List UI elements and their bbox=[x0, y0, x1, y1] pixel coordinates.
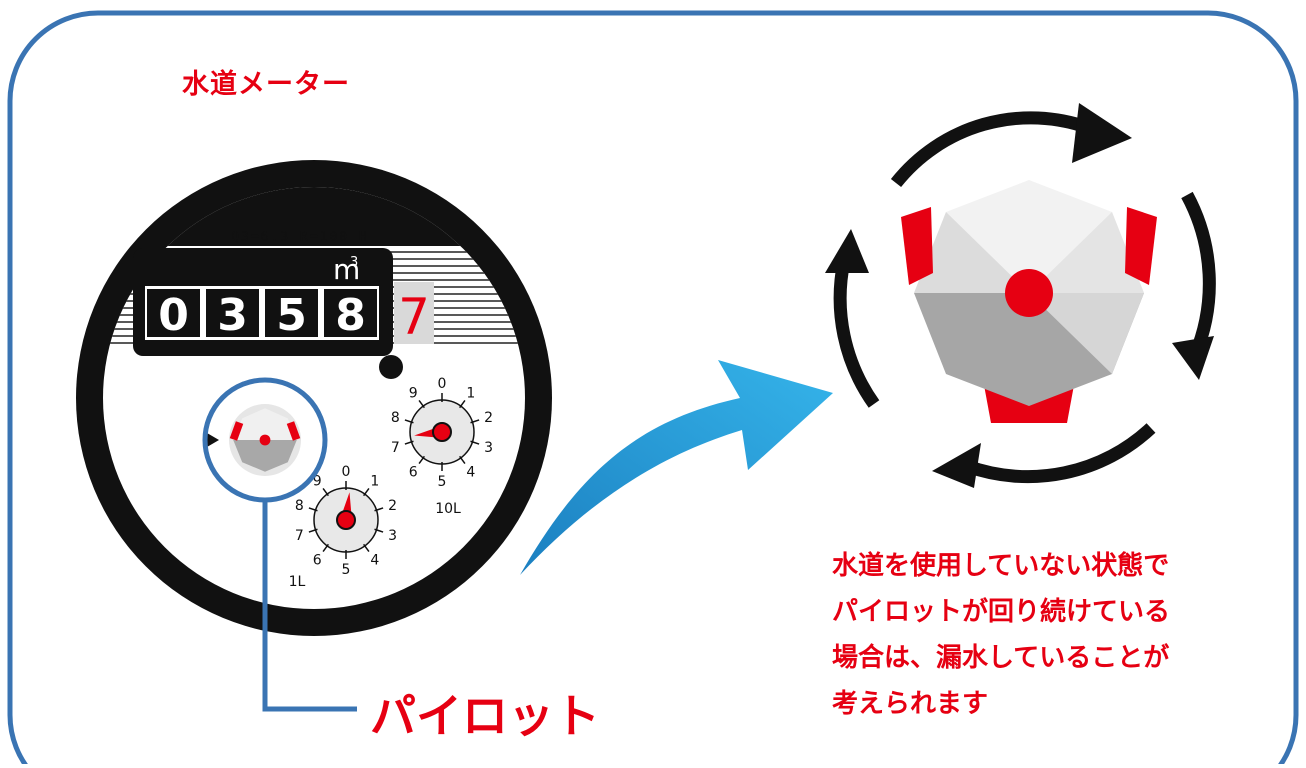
dial-1l-label: 1L bbox=[289, 574, 306, 590]
dial-number: 8 bbox=[295, 498, 304, 514]
pilot-small bbox=[229, 404, 301, 476]
counter-digit: 0 bbox=[158, 290, 189, 341]
counter-unit: m bbox=[333, 253, 360, 286]
pilot-small-tab-left bbox=[229, 421, 244, 441]
meter-spec-text: Q3=6.3 R=100 H bbox=[231, 230, 369, 245]
dial-number: 3 bbox=[388, 528, 397, 544]
dial-tick bbox=[418, 455, 425, 464]
rotation-arc-top bbox=[890, 111, 1092, 188]
arrowhead-right-icon bbox=[1172, 336, 1214, 380]
red-digit: 7 bbox=[398, 288, 430, 346]
dial-tick bbox=[374, 528, 384, 533]
diagram-title: 水道メーター bbox=[182, 69, 350, 100]
dial-tick bbox=[418, 400, 425, 409]
blue-arrow-icon bbox=[520, 360, 833, 575]
dial-tick bbox=[470, 440, 480, 445]
dial-hub bbox=[336, 510, 356, 530]
description-line: パイロットが回り続けている bbox=[832, 597, 1171, 627]
pilot-large-tab-left bbox=[901, 207, 933, 285]
dial-tick bbox=[322, 543, 329, 552]
pilot-large-face-right bbox=[1029, 212, 1144, 293]
counter-digit-cell bbox=[147, 289, 200, 337]
dial-tick bbox=[363, 543, 370, 552]
dial-number: 9 bbox=[313, 473, 322, 489]
dial-number: 2 bbox=[484, 410, 493, 426]
description-line: 水道を使用していない状態で bbox=[832, 551, 1170, 581]
dial-number: 0 bbox=[342, 464, 351, 480]
dial-tick bbox=[470, 419, 480, 424]
counter-digit: 3 bbox=[217, 290, 248, 341]
pilot-large-face-lower-right bbox=[1029, 293, 1144, 374]
pilot-large-tab-right bbox=[1125, 207, 1157, 285]
counter-digit: 8 bbox=[335, 290, 366, 341]
dial-number: 5 bbox=[438, 474, 447, 490]
rotation-arc-bottom bbox=[964, 423, 1156, 484]
dial-tick bbox=[459, 455, 466, 464]
arrowhead-top-icon bbox=[1072, 103, 1132, 163]
dial-number: 6 bbox=[409, 465, 418, 481]
dial-number: 9 bbox=[409, 385, 418, 401]
dial-tick bbox=[404, 419, 414, 424]
dial-hub bbox=[432, 422, 452, 442]
counter-digit-cell bbox=[324, 289, 377, 337]
dial-number: 1 bbox=[370, 473, 379, 489]
rotation-arrows bbox=[833, 111, 1216, 484]
dial-tick bbox=[322, 488, 329, 497]
dial-tick bbox=[363, 488, 370, 497]
pilot-label: パイロット bbox=[370, 689, 600, 743]
pilot-large-center bbox=[1005, 269, 1053, 317]
pilot-small-center bbox=[259, 434, 271, 446]
meter-knob bbox=[379, 355, 403, 379]
arrowhead-left-icon bbox=[825, 229, 869, 273]
dial-number: 4 bbox=[370, 553, 379, 569]
dial-number: 2 bbox=[388, 498, 397, 514]
red-digit-box bbox=[394, 282, 434, 344]
rotation-arrowheads bbox=[825, 103, 1214, 488]
dial-number: 4 bbox=[466, 465, 475, 481]
counter-digit-cell bbox=[206, 289, 259, 337]
description-text: 水道を使用していない状態で パイロットが回り続けている 場合は、漏水していること… bbox=[832, 543, 1170, 727]
dial-number: 6 bbox=[313, 553, 322, 569]
dial-tick bbox=[404, 440, 414, 445]
dial-10l-label: 10L bbox=[435, 501, 461, 517]
dial-number: 8 bbox=[391, 410, 400, 426]
description-line: 場合は、漏水していることが bbox=[832, 643, 1170, 673]
pilot-leader-line bbox=[262, 500, 357, 712]
arrowhead-bottom-icon bbox=[932, 443, 981, 488]
dial-number: 1 bbox=[466, 385, 475, 401]
dial-number: 7 bbox=[295, 528, 304, 544]
counter-digit: 5 bbox=[276, 290, 307, 341]
rotation-arc-right bbox=[1181, 191, 1216, 358]
dial-number: 0 bbox=[438, 376, 447, 392]
dial-1l: 0 12 34 5 67 89 1L bbox=[289, 464, 397, 590]
pilot-small-tab-right bbox=[286, 421, 301, 441]
dial-tick bbox=[308, 507, 318, 512]
dial-tick bbox=[459, 400, 466, 409]
pilot-large-face-left bbox=[914, 212, 1029, 293]
dial-number: 5 bbox=[342, 562, 351, 578]
rotation-arc-left bbox=[833, 259, 880, 408]
pilot-large bbox=[825, 103, 1216, 488]
description-line: 考えられます bbox=[832, 689, 989, 719]
dial-tick bbox=[308, 528, 318, 533]
pilot-small-pointer-icon bbox=[207, 433, 219, 447]
dial-number: 3 bbox=[484, 440, 493, 456]
pilot-small-lower bbox=[233, 440, 297, 472]
counter-unit-sup: 3 bbox=[350, 255, 358, 270]
counter-digit-cell bbox=[265, 289, 318, 337]
dial-tick bbox=[374, 507, 384, 512]
dial-number: 7 bbox=[391, 440, 400, 456]
